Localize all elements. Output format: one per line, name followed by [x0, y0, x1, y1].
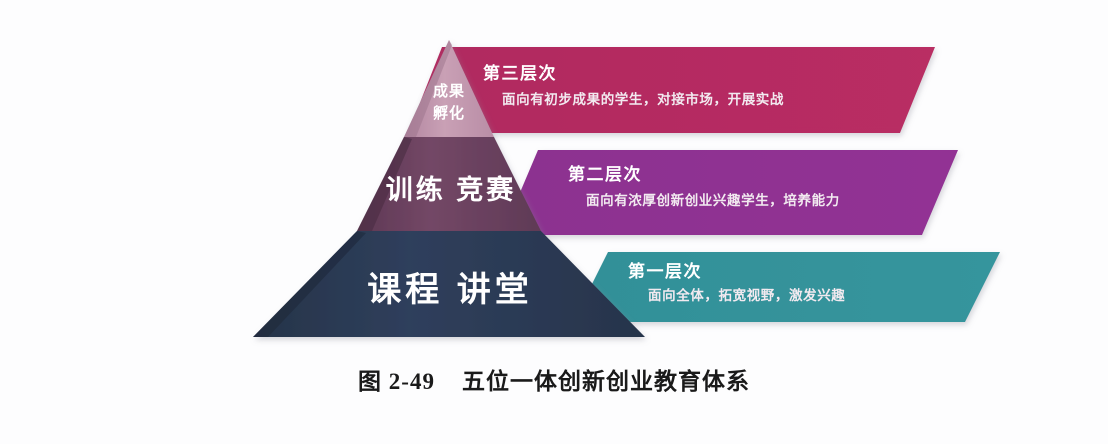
banner-level-two-title: 第二层次: [568, 164, 642, 184]
pyramid-tier-middle-label: 训练 竞赛: [386, 174, 517, 205]
banner-level-three[interactable]: 第三层次 面向有初步成果的学生，对接市场，开展实战: [408, 47, 935, 133]
banner-level-three-description: 面向有初步成果的学生，对接市场，开展实战: [502, 91, 784, 107]
pyramid-tier-base-shape: [253, 231, 645, 337]
pyramid-tier-base[interactable]: [253, 231, 645, 337]
banner-level-one-description: 面向全体，拓宽视野，激发兴趣: [648, 287, 845, 303]
figure-caption: 图 2-49 五位一体创新创业教育体系: [0, 362, 1108, 396]
banner-level-one-shape: [573, 252, 1000, 322]
pyramid-tier-apex-label-line1: 成果: [433, 82, 465, 100]
banner-level-two[interactable]: 第二层次 面向有浓厚创新创业兴趣学生，培养能力: [502, 150, 958, 235]
figure-caption-spacer: [442, 369, 456, 394]
pyramid: [253, 40, 645, 337]
pyramid-tier-apex-shape: [404, 40, 494, 137]
banner-level-one-title: 第一层次: [628, 261, 702, 281]
pyramid-tier-middle-left-shade: [357, 137, 412, 231]
banner-level-two-description: 面向有浓厚创新创业兴趣学生，培养能力: [586, 192, 840, 208]
pyramid-tier-middle[interactable]: [357, 137, 541, 231]
pyramid-tier-apex-label-line2: 孵化: [433, 104, 465, 122]
pyramid-tier-apex-left-shade: [404, 40, 452, 137]
figure-caption-number: 图 2-49: [358, 369, 435, 394]
pyramid-tier-middle-shape: [357, 137, 541, 231]
banner-level-two-shape: [502, 150, 958, 235]
figure-caption-title: 五位一体创新创业教育体系: [461, 369, 750, 394]
pyramid-tier-base-label: 课程 讲堂: [367, 271, 532, 309]
banner-level-one[interactable]: 第一层次 面向全体，拓宽视野，激发兴趣: [573, 252, 1000, 322]
pyramid-tier-base-left-shade: [253, 231, 366, 337]
banner-level-three-shape: [408, 47, 935, 133]
pyramid-tier-apex[interactable]: [404, 40, 494, 137]
banner-level-three-title: 第三层次: [483, 63, 557, 83]
